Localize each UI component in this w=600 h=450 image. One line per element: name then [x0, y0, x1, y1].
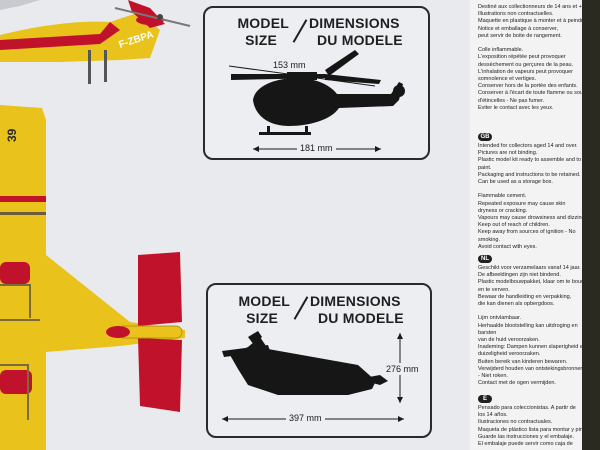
warning-line: L'inhalation de vapeurs peut provoquer — [478, 68, 573, 75]
size-label: SIZE — [245, 32, 277, 48]
warning-line: Keep out of reach of children. — [478, 222, 550, 229]
warning-line: Ilustraciones no contractuales. — [478, 419, 553, 426]
warning-line: Colle inflammable. — [478, 47, 524, 54]
warning-line: Guarde las instrucciones y el embalaje. — [478, 433, 574, 440]
aircraft-artwork: F-ZBPA 39 — [0, 0, 191, 450]
warning-line: Intended for collectors aged 14 and over… — [478, 143, 578, 149]
warning-line: Notice et emballage à conserver, — [478, 25, 559, 32]
warning-line: Flammable cement. — [478, 193, 527, 200]
warning-line: Keep away from sources of ignition - No — [478, 229, 576, 236]
warning-line: Lijm ontvlambaar. — [478, 315, 522, 322]
du-modele-label: DU MODELE — [317, 32, 403, 48]
warning-line: van de huid veroorzaken. — [478, 337, 540, 343]
warning-line: Conserver hors de la portée des enfants. — [478, 83, 578, 90]
warning-line: dessèchement ou gerçures de la peau. — [478, 61, 574, 68]
height-dimension: 276 mm — [386, 363, 419, 375]
warning-line: - Niet roken. — [478, 373, 508, 379]
warning-line: Conserver à l'écart de toute flamme ou s… — [478, 90, 591, 97]
warning-line: paint. — [478, 164, 492, 171]
warning-line: Pictures are not binding. — [478, 150, 538, 157]
warning-line: d'étincelles - Ne pas fumer. — [478, 97, 545, 104]
warning-line: Can be used as a storage box. — [478, 179, 553, 185]
dimensions-label: DIMENSIONS — [310, 293, 401, 309]
warning-line: Plastic model kit ready to assemble and … — [478, 157, 582, 164]
warning-line: Maquette en plastique à monter et à pein… — [478, 18, 588, 25]
warning-line: Avoid contact with eyes. — [478, 243, 537, 250]
warning-line: Eviter le contact avec les yeux. — [478, 104, 554, 111]
water-bomber-silhouette-icon — [222, 331, 388, 395]
warning-line: die kan dienen als opbergdoos. — [478, 301, 555, 307]
model-label: MODEL — [237, 15, 289, 31]
du-modele-label: DU MODELE — [318, 310, 404, 326]
warning-line: Inademing: Dampen kunnen slaperigheid en — [478, 344, 586, 351]
warning-line: duizeligheid veroorzaken. — [478, 351, 541, 358]
helicopter-silhouette-icon — [231, 50, 405, 135]
warning-line: Maqueta de plástico lista para montar y … — [478, 426, 591, 433]
size-label: SIZE — [246, 310, 278, 326]
length-dimension: 397 mm — [286, 413, 325, 423]
helicopter-silhouette-diagram — [228, 50, 405, 152]
rotor-width-dimension: 153 mm — [273, 60, 306, 70]
language-badge-gb: GB — [478, 133, 492, 141]
warning-line: Bewaar de handleiding en verpakking, — [478, 293, 572, 300]
warning-line: barsten — [478, 329, 497, 336]
warning-line: Herhaalde blootstelling kan uitdroging e… — [478, 322, 578, 329]
water-bomber-artwork: 39 — [0, 105, 185, 450]
warning-line: Destiné aux collectionneurs de 14 ans et… — [478, 4, 584, 10]
warning-line: Buiten bereik van kinderen bewaren. — [478, 358, 568, 365]
warning-line: Plastic modelbouwpakket, klaar om te bou… — [478, 279, 592, 286]
warning-text-column: Destiné aux collectionneurs de 14 ans et… — [470, 0, 600, 450]
warning-line: Geschikt voor verzamelaars vanaf 14 jaar… — [478, 265, 581, 271]
warning-line: smoking. — [478, 236, 501, 243]
length-dimension: 181 mm — [297, 143, 336, 153]
warning-line: De afbeeldingen zijn niet bindend. — [478, 272, 561, 279]
model-size-panel-water-bomber: MODEL SIZE DIMENSIONS DU MODELE — [206, 283, 432, 438]
warning-line: El embalaje puede servir como caja de — [478, 441, 573, 447]
warning-line: Repeated exposure may cause skin — [478, 200, 566, 207]
warning-line: Contact met de ogen vermijden. — [478, 380, 556, 387]
warning-line: los 14 años. — [478, 412, 508, 419]
warning-line: Vapours may cause drowsiness and dizzine… — [478, 215, 592, 221]
model-size-panel-helicopter: MODEL SIZE DIMENSIONS DU MODELE — [203, 6, 430, 160]
plane-number: 39 — [5, 128, 19, 142]
model-label: MODEL — [238, 293, 290, 309]
warning-line: L'exposition répétée peut provoquer — [478, 54, 566, 61]
warning-line: Verwijderd houden van ontstekingsbronnen — [478, 365, 584, 372]
warning-line: peut servir de boite de rangement. — [478, 32, 562, 39]
warning-line: somnolence et vertiges. — [478, 76, 537, 82]
helicopter-artwork: F-ZBPA — [0, 0, 191, 84]
language-badge-e: E — [478, 395, 492, 403]
warning-line: Pensado para coleccionistas. A partir de — [478, 405, 576, 411]
language-badge-nl: NL — [478, 255, 492, 263]
dimensions-label: DIMENSIONS — [309, 15, 400, 31]
warning-line: Illustrations non contractuelles. — [478, 11, 554, 18]
box-edge — [582, 0, 600, 450]
warning-line: dryness or cracking. — [478, 207, 528, 214]
warning-line: Packaging and instructions to be retaine… — [478, 171, 581, 178]
warning-line: en te verven. — [478, 286, 510, 293]
